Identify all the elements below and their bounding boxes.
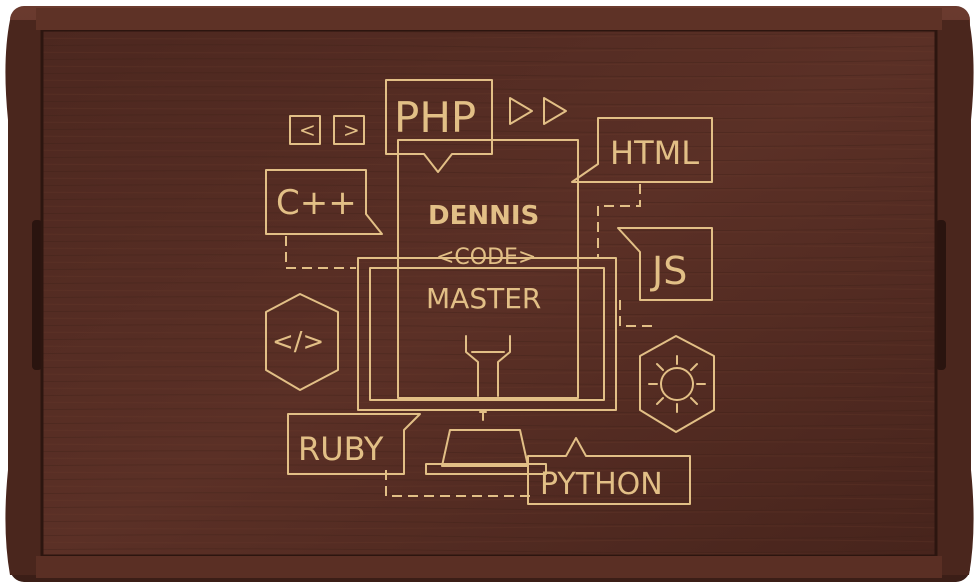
python-label: PYTHON xyxy=(540,467,663,502)
js-label: JS xyxy=(650,249,687,293)
right-handle-slot xyxy=(936,220,946,370)
arrow-brackets-icon: < > xyxy=(289,115,365,145)
cpp-bubble: C++ xyxy=(265,169,383,235)
play-icon xyxy=(509,97,567,125)
left-handle-slot xyxy=(32,220,42,370)
code-text: <CODE> xyxy=(436,245,536,270)
engraving: < > PHP HTML C++ JS xyxy=(265,79,715,505)
js-bubble: JS xyxy=(617,227,713,301)
html-bubble: HTML xyxy=(571,117,713,183)
code-tag-icon: </> xyxy=(265,293,339,391)
wrench-icon xyxy=(465,335,511,397)
ruby-bubble: RUBY xyxy=(287,413,421,475)
name-text: DENNIS xyxy=(428,201,539,231)
angle-left-symbol: < xyxy=(299,118,316,142)
document-page: DENNIS <CODE> MASTER xyxy=(397,139,579,399)
tray-frame xyxy=(5,6,974,582)
ruby-label: RUBY xyxy=(298,430,384,468)
code-tag-symbol: </> xyxy=(272,327,324,357)
master-text: MASTER xyxy=(426,282,541,315)
php-label: PHP xyxy=(394,93,476,142)
angle-right-symbol: > xyxy=(343,118,360,142)
cpp-label: C++ xyxy=(276,183,357,223)
html-label: HTML xyxy=(610,134,699,172)
python-bubble: PYTHON xyxy=(527,437,691,505)
gear-icon xyxy=(639,335,715,433)
php-bubble: PHP xyxy=(385,79,493,173)
